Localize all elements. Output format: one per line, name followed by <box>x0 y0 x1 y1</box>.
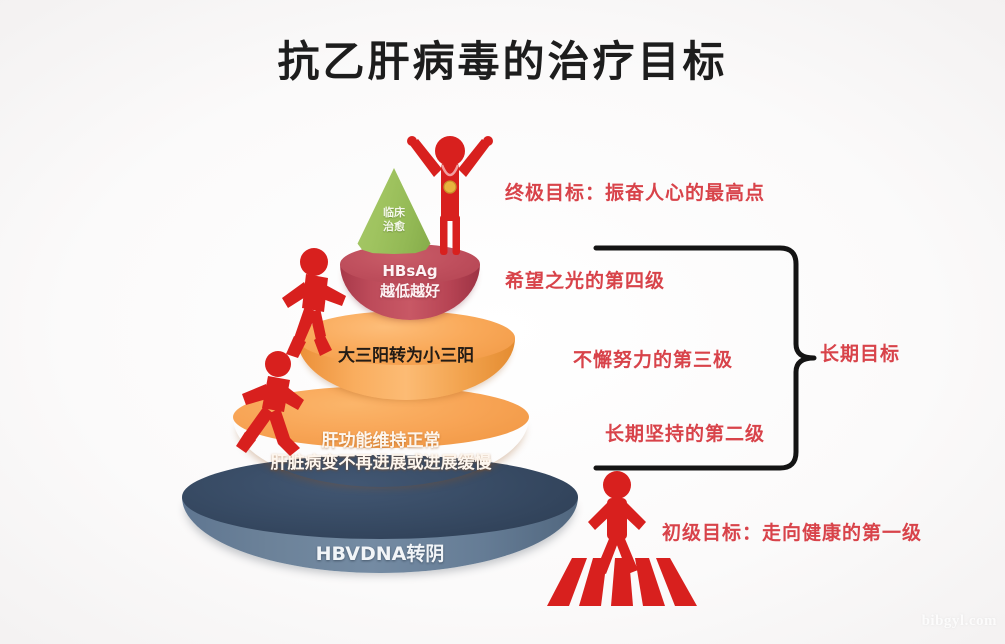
label-level-four: 希望之光的第四级 <box>505 270 666 292</box>
cone-label-line1: 临床 <box>383 206 405 219</box>
label-primary-goal: 初级目标：走向健康的第一级 <box>662 522 923 544</box>
layer-base-top <box>182 455 578 539</box>
watermark: bibgyl.com <box>921 613 997 629</box>
climbing-person-icon <box>272 246 354 364</box>
long-term-goal-bracket <box>592 244 822 472</box>
label-long-term-goal: 长期目标 <box>820 343 901 365</box>
pyramid-layer-4: HBsAg 越低越好 <box>340 244 480 324</box>
cone-label: 临床 治愈 <box>356 206 432 234</box>
crosswalk-icon <box>529 552 719 612</box>
page-title: 抗乙肝病毒的治疗目标 <box>277 37 728 86</box>
victory-person-icon <box>404 123 496 255</box>
label-level-two: 长期坚持的第二级 <box>605 423 766 445</box>
walking-person-icon <box>228 350 314 462</box>
pyramid-summit-cone: 临床 治愈 <box>356 168 432 254</box>
label-level-three: 不懈努力的第三极 <box>573 349 734 371</box>
cone-label-line2: 治愈 <box>383 219 405 233</box>
label-ultimate-goal: 终极目标：振奋人心的最高点 <box>505 182 766 204</box>
layer-3-top <box>297 311 515 365</box>
